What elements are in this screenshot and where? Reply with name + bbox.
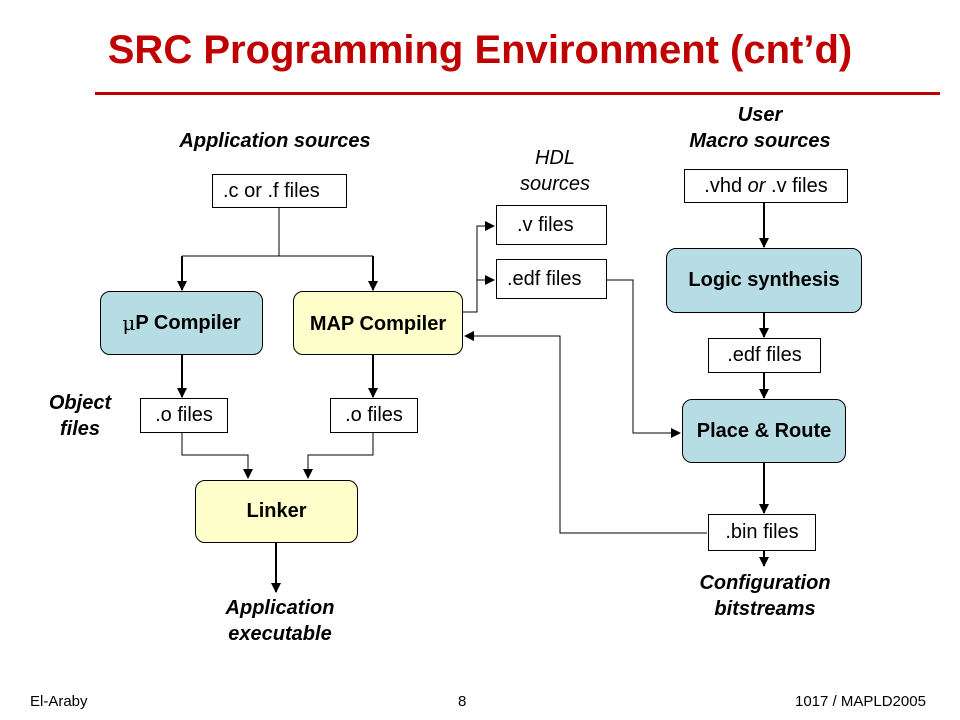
label-hdl-line2: sources	[519, 173, 591, 195]
up-compiler-label: P Compiler	[135, 311, 241, 334]
slide-title: SRC Programming Environment (cnt’d)	[107, 28, 853, 72]
file-box-vhd-or-v: .vhd or .v files	[684, 169, 848, 203]
file-box-bin-files: .bin files	[708, 514, 816, 551]
file-box-edf-files-synth: .edf files	[708, 338, 821, 373]
file-box-edf-files-hdl: .edf files	[496, 259, 607, 299]
footer-event: 1017 / MAPLD2005	[795, 693, 926, 710]
file-box-o-files-right: .o files	[330, 398, 418, 433]
label-user-macro-line1: User	[737, 104, 783, 126]
label-config-line1: Configuration	[699, 572, 831, 594]
arrow-o-left-to-linker	[181, 433, 253, 479]
process-map-compiler: MAP Compiler	[293, 291, 463, 355]
label-object-line1: Object	[48, 392, 112, 414]
file-box-v-files: .v files	[496, 205, 607, 245]
mu-symbol: μ	[122, 311, 136, 335]
title-divider	[95, 92, 940, 95]
label-executable-line1: Application	[225, 597, 335, 619]
label-application-sources: Application sources	[179, 130, 371, 152]
arrow-bin-to-map-compiler	[464, 331, 707, 534]
label-hdl-line1: HDL	[534, 147, 575, 169]
process-place-route: Place & Route	[682, 399, 846, 463]
label-configuration-bitstreams: Configuration bitstreams	[660, 570, 870, 622]
label-user-macro-sources: User Macro sources	[660, 102, 860, 154]
label-executable-line2: executable	[228, 623, 332, 645]
file-box-c-or-f: .c or .f files	[212, 174, 347, 208]
label-application-executable: Application executable	[180, 595, 380, 647]
label-user-macro-line2: Macro sources	[689, 130, 831, 152]
label-hdl-sources: HDL sources	[490, 145, 620, 197]
process-logic-synthesis: Logic synthesis	[666, 248, 862, 313]
process-linker: Linker	[195, 480, 358, 543]
arrow-o-right-to-linker	[303, 433, 374, 479]
label-object-files: Object files	[30, 390, 130, 442]
arrow-map-to-v-files	[463, 221, 495, 313]
vhd-or: or	[747, 174, 766, 197]
vhd-suffix: .v files	[765, 174, 828, 197]
file-box-o-files-left: .o files	[140, 398, 228, 433]
vhd-prefix: .vhd	[704, 174, 748, 197]
label-config-line2: bitstreams	[714, 598, 816, 620]
footer-author: El-Araby	[30, 693, 88, 710]
footer-page-number: 8	[458, 693, 467, 710]
arrow-edf-to-place-route	[607, 279, 681, 438]
label-object-line2: files	[59, 418, 101, 440]
